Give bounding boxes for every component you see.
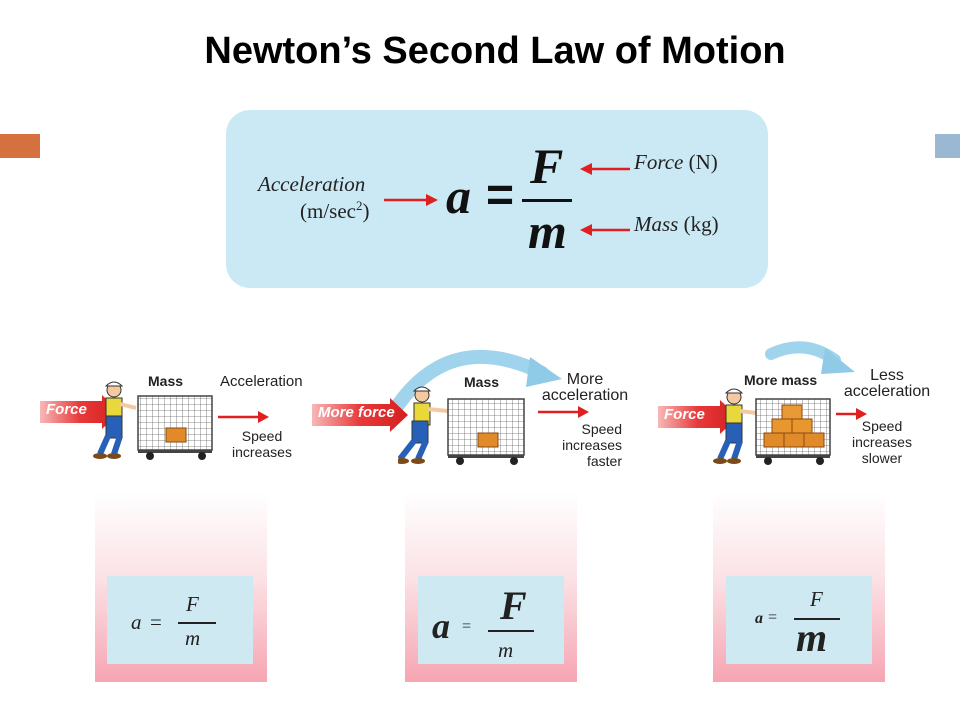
force-label-3: Force: [664, 406, 705, 423]
mass-label-1: Mass: [148, 373, 184, 389]
equation-box-3: [726, 576, 872, 664]
speed-arrow-1: [218, 411, 269, 423]
cart-3: [755, 398, 831, 465]
formula-a: a: [446, 168, 471, 224]
eq3-m: m: [796, 615, 828, 660]
worker-figure-2: [398, 386, 449, 464]
acceleration-unit: (m/sec2): [300, 198, 370, 223]
formula-equals: =: [486, 169, 515, 222]
eq2-equals: =: [462, 618, 472, 635]
formula-F: F: [530, 138, 564, 194]
eq3-fraction-bar: [794, 618, 840, 620]
eq3-a: a: [755, 610, 763, 627]
force-arrow-2: [312, 398, 408, 432]
speed-arrow-2: [538, 406, 589, 418]
equation-box-2: [418, 576, 564, 664]
acceleration-label: Acceleration: [258, 172, 366, 196]
cart-1: [137, 395, 213, 460]
eq1-fraction-bar: [178, 622, 216, 624]
eq1-a: a: [131, 610, 142, 634]
fraction-bar: [522, 199, 572, 202]
accent-bar-left: [0, 134, 40, 158]
curve-arrow-3: [765, 341, 855, 374]
formula-m: m: [528, 203, 567, 259]
eq2-m: m: [498, 638, 514, 662]
worker-figure-3: [713, 388, 757, 464]
force-arrow: [580, 163, 630, 175]
eq2-F: F: [500, 583, 527, 628]
force-label-1: Force: [46, 401, 87, 418]
cart-2: [447, 398, 525, 465]
result-label-1: Acceleration: [220, 373, 303, 390]
mass-label-3: More mass: [744, 372, 818, 388]
eq2-a: a: [432, 606, 450, 646]
eq1-F: F: [186, 592, 199, 616]
mass-label-2: Mass: [464, 374, 500, 390]
formula-panel: [226, 110, 768, 288]
accel-arrow: [384, 194, 438, 206]
accent-bar-right: [935, 134, 960, 158]
force-label-2: More force: [318, 404, 395, 421]
eq2-fraction-bar: [488, 630, 534, 632]
curve-arrow-2: [392, 349, 562, 410]
worker-figure-1: [93, 381, 137, 459]
worker-cart-3: [713, 388, 831, 465]
worker-cart-1: [93, 381, 213, 460]
eq1-equals: =: [150, 610, 162, 634]
worker-cart-2: [398, 386, 525, 465]
force-arrow-1: [40, 395, 120, 429]
mass-arrow: [580, 224, 630, 236]
force-arrow-3: [658, 400, 738, 434]
speed-arrow-3: [836, 408, 867, 420]
equation-box-1: [107, 576, 253, 664]
eq3-equals: =: [768, 609, 778, 626]
eq1-m: m: [185, 626, 201, 650]
eq3-F: F: [810, 587, 823, 611]
mass-label: Mass (kg): [634, 212, 719, 236]
page-title: Newton’s Second Law of Motion: [204, 30, 786, 72]
force-label: Force (N): [634, 150, 718, 174]
